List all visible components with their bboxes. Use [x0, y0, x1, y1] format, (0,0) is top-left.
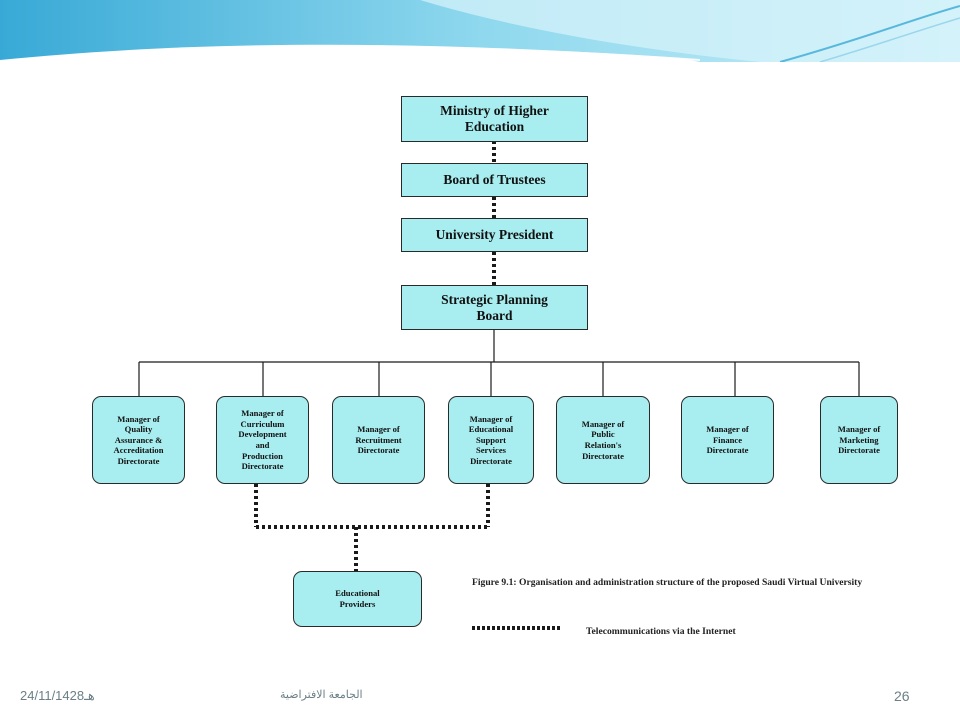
node-manager-public-relations: Manager of Public Relation's Directorate [556, 396, 650, 484]
node-manager-quality: Manager of Quality Assurance & Accredita… [92, 396, 185, 484]
node-label: Manager of Educational Support Services … [468, 413, 514, 466]
node-manager-curriculum: Manager of Curriculum Development and Pr… [216, 396, 309, 484]
node-label: Board of Trustees [443, 172, 546, 187]
footer-center-text: الجامعة الافتراضية [280, 689, 363, 701]
node-manager-educational-support: Manager of Educational Support Services … [448, 396, 534, 484]
page-number: 26 [894, 688, 910, 704]
node-strategic-planning: Strategic Planning Board [401, 285, 588, 330]
figure-caption: Figure 9.1: Organisation and administrat… [472, 577, 863, 588]
node-university-president: University President [401, 218, 588, 252]
node-label: Manager of Quality Assurance & Accredita… [113, 413, 164, 466]
node-manager-marketing: Manager of Marketing Directorate [820, 396, 898, 484]
node-label: Manager of Curriculum Development and Pr… [238, 408, 287, 472]
footer-date: 24/11/1428هـ [20, 688, 95, 703]
node-label: Educational Providers [335, 588, 380, 609]
node-label: Manager of Public Relation's Directorate [581, 418, 625, 461]
node-label: Manager of Recruitment Directorate [355, 424, 402, 456]
node-label: Manager of Finance Directorate [706, 424, 749, 456]
node-label: University President [435, 227, 554, 242]
node-manager-finance: Manager of Finance Directorate [681, 396, 774, 484]
node-ministry: Ministry of Higher Education [401, 96, 588, 142]
node-manager-recruitment: Manager of Recruitment Directorate [332, 396, 425, 484]
node-label: Ministry of Higher Education [440, 103, 549, 134]
node-label: Strategic Planning Board [441, 291, 548, 323]
node-label: Manager of Marketing Directorate [837, 424, 881, 456]
node-board-of-trustees: Board of Trustees [401, 163, 588, 197]
legend-label: Telecommunications via the Internet [586, 626, 736, 637]
node-educational-providers: Educational Providers [293, 571, 422, 627]
header-wave-decoration [0, 0, 960, 62]
